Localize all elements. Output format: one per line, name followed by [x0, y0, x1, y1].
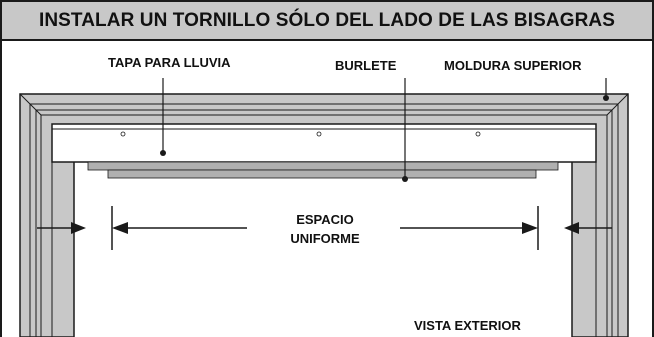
head-molding-label: MOLDURA SUPERIOR [444, 58, 582, 73]
rain-cap-leader-dot [160, 150, 166, 156]
title-bar: INSTALAR UN TORNILLO SÓLO DEL LADO DE LA… [2, 2, 652, 41]
uniform-space-label: ESPACIO UNIFORME [255, 210, 395, 248]
dimension-arrow-right [522, 222, 538, 234]
screw-hole-1 [120, 131, 126, 137]
left-jamb-arrow-head [71, 222, 86, 234]
dimension-arrow-left [112, 222, 128, 234]
exterior-view-label: VISTA EXTERIOR [414, 318, 521, 333]
molding-miter-left [19, 93, 42, 116]
rain-cap [51, 123, 597, 163]
diagram-title: INSTALAR UN TORNILLO SÓLO DEL LADO DE LA… [38, 9, 616, 31]
weatherstrip-leader-dot [402, 176, 408, 182]
weatherstrip-label: BURLETE [335, 58, 397, 73]
screw-hole-3 [475, 131, 481, 137]
molding-inner-line-3 [40, 114, 608, 337]
weatherstrip-lower [107, 169, 537, 179]
rain-cap-label: TAPA PARA LLUVIA [108, 55, 231, 70]
molding-inner-line-2 [35, 109, 613, 337]
uniform-space-line2: UNIFORME [290, 231, 360, 246]
molding-miter-right [606, 93, 629, 116]
weatherstrip-upper [87, 161, 559, 171]
uniform-space-line1: ESPACIO [296, 212, 354, 227]
screw-hole-2 [316, 131, 322, 137]
right-jamb-arrow-head [564, 222, 579, 234]
head-molding-leader-dot [603, 95, 609, 101]
door-opening [74, 162, 572, 337]
molding-inner-line-1 [29, 103, 619, 337]
